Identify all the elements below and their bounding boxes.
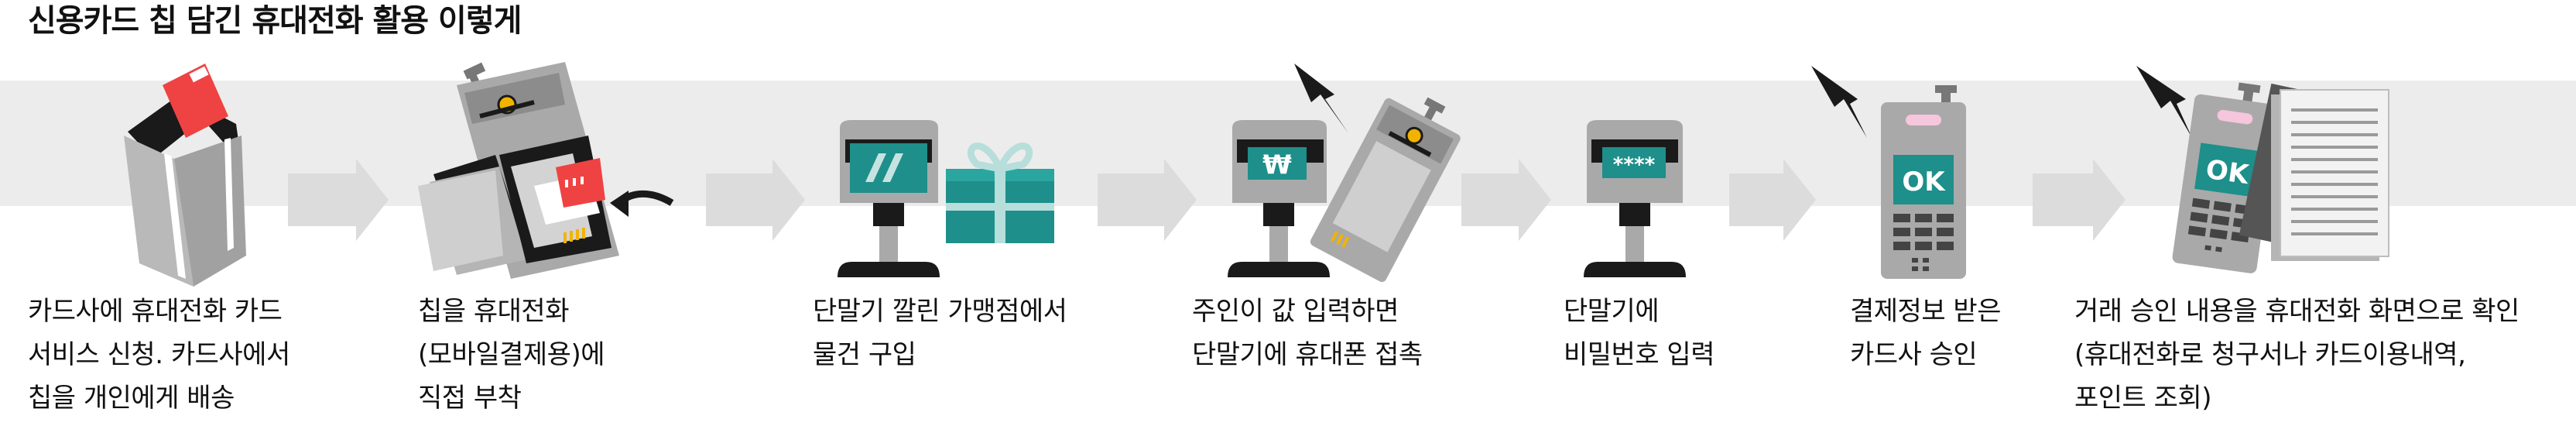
caption-line: 서비스 신청. 카드사에서 <box>28 339 290 370</box>
ok-phone-documents-icon: OK <box>2136 66 2389 273</box>
flow-arrow-2 <box>706 159 805 241</box>
caption-line: 거래 승인 내용을 휴대전화 화면으로 확인 <box>2074 296 2519 327</box>
flow-arrow-6 <box>2033 159 2126 241</box>
caption-line: 주인이 값 입력하면 <box>1192 296 1399 327</box>
terminal-phone-contact-icon: ₩ <box>1228 64 1461 283</box>
step-2-caption: 칩을 휴대전화 (모바일결제용)에 직접 부착 <box>418 290 605 420</box>
won-sign: ₩ <box>1262 149 1292 180</box>
flow-arrow-3 <box>1098 159 1197 241</box>
caption-line: 카드사에 휴대전화 카드 <box>28 296 283 327</box>
phone-chip-attach-icon <box>418 62 674 279</box>
caption-line: 칩을 개인에게 배송 <box>28 383 235 414</box>
step-1-caption: 카드사에 휴대전화 카드 서비스 신청. 카드사에서 칩을 개인에게 배송 <box>28 290 290 420</box>
caption-line: (휴대전화로 청구서나 카드이용내역, <box>2074 339 2466 370</box>
flow-arrow-5 <box>1729 159 1816 241</box>
caption-line: 단말기 깔린 가맹점에서 <box>813 296 1067 327</box>
terminal-pin-icon: **** <box>1584 120 1686 277</box>
step-5-caption: 단말기에 비밀번호 입력 <box>1564 290 1715 376</box>
caption-line: 단말기에 <box>1564 296 1660 327</box>
terminal-gift-icon <box>838 120 1054 277</box>
caption-line: 직접 부착 <box>418 383 522 414</box>
caption-line: 비밀번호 입력 <box>1564 339 1715 370</box>
ok-screen-text: OK <box>1902 167 1946 198</box>
step-7-caption: 거래 승인 내용을 휴대전화 화면으로 확인 (휴대전화로 청구서나 카드이용내… <box>2074 290 2519 420</box>
flow-arrow-1 <box>288 159 389 241</box>
caption-line: (모바일결제용)에 <box>418 339 605 370</box>
caption-line: 결제정보 받은 <box>1850 296 2002 327</box>
caption-line: 포인트 조회) <box>2074 383 2211 414</box>
step-4-caption: 주인이 값 입력하면 단말기에 휴대폰 접촉 <box>1192 290 1423 376</box>
page-title: 신용카드 칩 담긴 휴대전화 활용 이렇게 <box>28 3 522 39</box>
caption-line: 카드사 승인 <box>1850 339 1978 370</box>
ok-screen-text-2: OK <box>2204 154 2252 191</box>
pin-mask: **** <box>1613 153 1656 177</box>
caption-line: 칩을 휴대전화 <box>418 296 570 327</box>
flow-arrow-4 <box>1461 159 1551 241</box>
step-3-caption: 단말기 깔린 가맹점에서 물건 구입 <box>813 290 1067 376</box>
step-6-caption: 결제정보 받은 카드사 승인 <box>1850 290 2002 376</box>
caption-line: 물건 구입 <box>813 339 916 370</box>
caption-line: 단말기에 휴대폰 접촉 <box>1192 339 1423 370</box>
ok-phone-icon: OK <box>1811 66 1966 279</box>
package-with-chip-icon <box>124 64 246 287</box>
